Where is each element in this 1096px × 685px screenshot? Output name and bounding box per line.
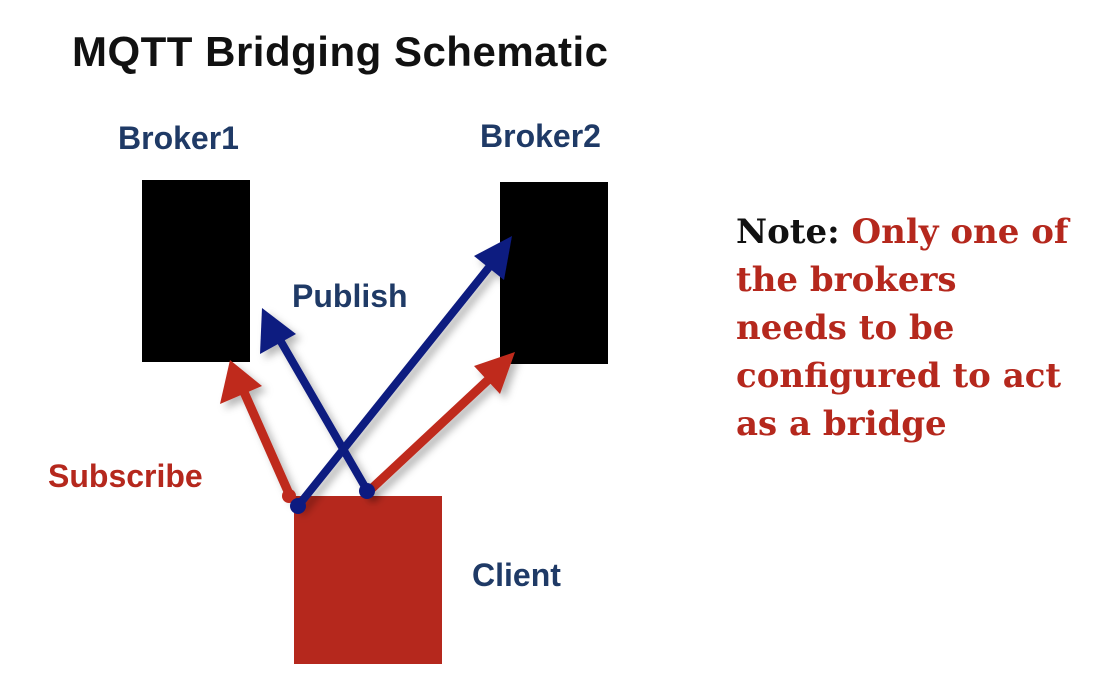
bridge-note: Note: Only one of the brokers needs to b… — [736, 208, 1076, 448]
broker2-box — [500, 182, 608, 364]
note-prefix: Note: — [736, 212, 840, 252]
subscribe-label: Subscribe — [48, 458, 203, 494]
client-label: Client — [472, 557, 561, 593]
subscribe-origin-dot — [282, 489, 296, 503]
publish-arrow-broker2 — [294, 236, 512, 510]
client-box — [294, 496, 442, 664]
note-text: Only one of the brokers needs to be conf… — [736, 212, 1069, 444]
publish-origin-dot-right — [359, 483, 375, 499]
broker2-label: Broker2 — [480, 118, 601, 154]
publish-label: Publish — [292, 278, 408, 314]
diagram-title: MQTT Bridging Schematic — [72, 28, 609, 75]
publish-arrow-broker1 — [260, 308, 372, 496]
publish-origin-dot-left — [290, 498, 306, 514]
broker1-label: Broker1 — [118, 120, 239, 156]
subscribe-arrow-broker2 — [363, 352, 515, 497]
subscribe-arrow-broker1 — [220, 360, 295, 501]
broker1-box — [142, 180, 250, 362]
